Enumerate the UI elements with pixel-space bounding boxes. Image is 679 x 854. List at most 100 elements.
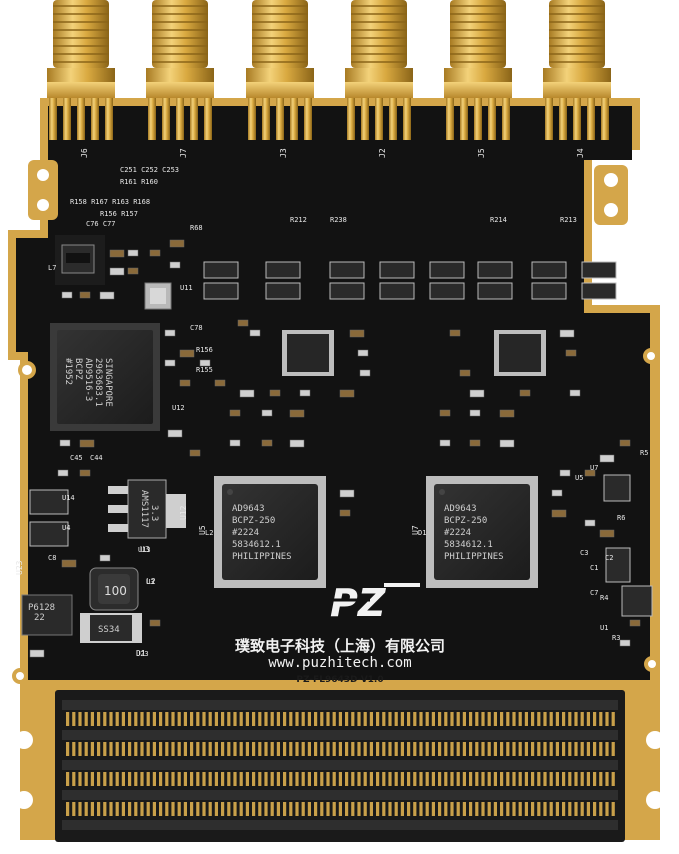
fmc-connector bbox=[55, 690, 625, 842]
right-side-components bbox=[603, 474, 653, 617]
passive-components bbox=[29, 239, 641, 658]
silk-label: U14 bbox=[62, 494, 75, 502]
sma-connector: J5 bbox=[444, 0, 512, 158]
clock-chip: AD9516-3 BCPZ #1952 2963683.1 SINGAPORE bbox=[50, 323, 160, 431]
ldo-ref: U3 bbox=[140, 545, 150, 554]
silk-label: R6 bbox=[617, 514, 625, 522]
adc-right-ref: U7 bbox=[411, 525, 420, 535]
silk-label: R238 bbox=[330, 216, 347, 224]
adc-left-line-5: PHILIPPINES bbox=[232, 552, 292, 562]
silk-label: L2 bbox=[205, 529, 213, 537]
silk-label: R214 bbox=[490, 216, 507, 224]
adc-left-line-3: #2224 bbox=[232, 528, 259, 538]
mount-hole bbox=[643, 348, 659, 364]
schottky-diode: SS34 bbox=[80, 613, 142, 643]
small-ic-line-2: 22 bbox=[34, 613, 45, 623]
clock-chip-line-2: BCPZ bbox=[73, 358, 83, 380]
sma-label: J7 bbox=[179, 148, 188, 158]
clock-chip-ref: U12 bbox=[179, 505, 188, 520]
sma-label: J4 bbox=[576, 148, 585, 158]
silk-label: R4 bbox=[600, 594, 608, 602]
amp-chip-left bbox=[282, 330, 334, 376]
diode-text: SS34 bbox=[98, 625, 120, 635]
adc-right-line-4: 5834612.1 bbox=[444, 540, 493, 550]
silk-label: L7 bbox=[48, 264, 56, 272]
small-ic-ref: U23 bbox=[15, 560, 24, 575]
logo-text: PZ bbox=[330, 581, 387, 625]
sot-chips-left bbox=[29, 489, 69, 547]
silk-label: C3 bbox=[580, 549, 588, 557]
silk-label: U3 bbox=[146, 578, 154, 586]
silk-label: U12 bbox=[172, 404, 185, 412]
silk-label: U11 bbox=[180, 284, 193, 292]
silk-label: C2 bbox=[605, 554, 613, 562]
small-ic-line-1: P6128 bbox=[28, 603, 55, 613]
top-left-components bbox=[55, 235, 172, 310]
power-inductor: 100 bbox=[89, 567, 139, 611]
sma-label: J5 bbox=[477, 148, 486, 158]
adc-chip-right: AD9643 BCPZ-250 #2224 5834612.1 PHILIPPI… bbox=[411, 476, 538, 588]
silk-label: C76 C77 bbox=[86, 220, 116, 228]
adc-right-line-2: BCPZ-250 bbox=[444, 516, 487, 526]
adc-chip-left: AD9643 BCPZ-250 #2224 5834612.1 PHILIPPI… bbox=[198, 476, 326, 588]
silk-label: R161 R160 bbox=[120, 178, 158, 186]
silk-label: R156 R157 bbox=[100, 210, 138, 218]
inductor-ref: L2 bbox=[146, 577, 156, 586]
sma-connector: J2 bbox=[345, 0, 413, 158]
silk-label: R212 bbox=[290, 216, 307, 224]
sma-connector: J4 bbox=[543, 0, 611, 158]
adc-right-line-5: PHILIPPINES bbox=[444, 552, 504, 562]
silk-label: R3 bbox=[612, 634, 620, 642]
sma-connector: J7 bbox=[146, 0, 214, 158]
silk-label: R155 bbox=[196, 366, 213, 374]
adc-left-ref: U5 bbox=[198, 525, 207, 535]
silk-label: U1 bbox=[600, 624, 608, 632]
ldo-line-2: 3.3 bbox=[149, 505, 159, 521]
sma-label: J2 bbox=[378, 148, 387, 158]
silk-label: R156 bbox=[196, 346, 213, 354]
silk-label: C251 C252 C253 bbox=[120, 166, 179, 174]
silk-label: R213 bbox=[560, 216, 577, 224]
adc-left-line-1: AD9643 bbox=[232, 504, 265, 514]
silk-label: C78 bbox=[190, 324, 203, 332]
sma-connector: J6 bbox=[47, 0, 115, 158]
sma-label: J3 bbox=[279, 148, 288, 158]
inductor-text: 100 bbox=[104, 584, 127, 598]
sma-connector: J3 bbox=[246, 0, 314, 158]
company-name: 璞致电子科技（上海）有限公司 bbox=[235, 637, 445, 655]
diode-ref: D1 bbox=[136, 649, 146, 658]
adc-left-line-4: 5834612.1 bbox=[232, 540, 281, 550]
side-pad-left bbox=[28, 160, 58, 220]
silk-label: D1 bbox=[418, 529, 426, 537]
clock-chip-line-4: 2963683.1 bbox=[93, 358, 103, 407]
silk-label: U4 bbox=[62, 524, 70, 532]
clock-chip-line-1: AD9516-3 bbox=[83, 358, 93, 401]
ldo-line-1: AMS1117 bbox=[139, 490, 149, 528]
silk-label: U7 bbox=[590, 464, 598, 472]
clock-chip-line-5: SINGAPORE bbox=[103, 358, 113, 407]
adc-left-line-2: BCPZ-250 bbox=[232, 516, 275, 526]
silk-label: C7 bbox=[590, 589, 598, 597]
mount-hole bbox=[18, 361, 36, 379]
silk-label: R68 bbox=[190, 224, 203, 232]
small-ic: P6128 22 bbox=[21, 594, 73, 636]
silk-label: U23 bbox=[136, 650, 149, 658]
amp-chip-right bbox=[494, 330, 546, 376]
balun-transformers bbox=[203, 261, 617, 300]
silk-label: U5 bbox=[575, 474, 583, 482]
silk-label: R5 bbox=[640, 449, 648, 457]
silk-label: C1 bbox=[590, 564, 598, 572]
adc-right-line-3: #2224 bbox=[444, 528, 471, 538]
silk-label: U13 bbox=[138, 546, 151, 554]
side-pad-right bbox=[594, 165, 628, 225]
silk-label: R158 R167 R163 R168 bbox=[70, 198, 150, 206]
pz-logo: PZ bbox=[330, 581, 420, 625]
board-model: PZ-FL9643D-V1.0 bbox=[296, 675, 383, 685]
ldo-regulator: AMS1117 3.3 bbox=[108, 479, 186, 539]
adc-right-line-1: AD9643 bbox=[444, 504, 477, 514]
clock-chip-line-3: #1952 bbox=[63, 358, 73, 385]
mount-hole bbox=[644, 656, 660, 672]
